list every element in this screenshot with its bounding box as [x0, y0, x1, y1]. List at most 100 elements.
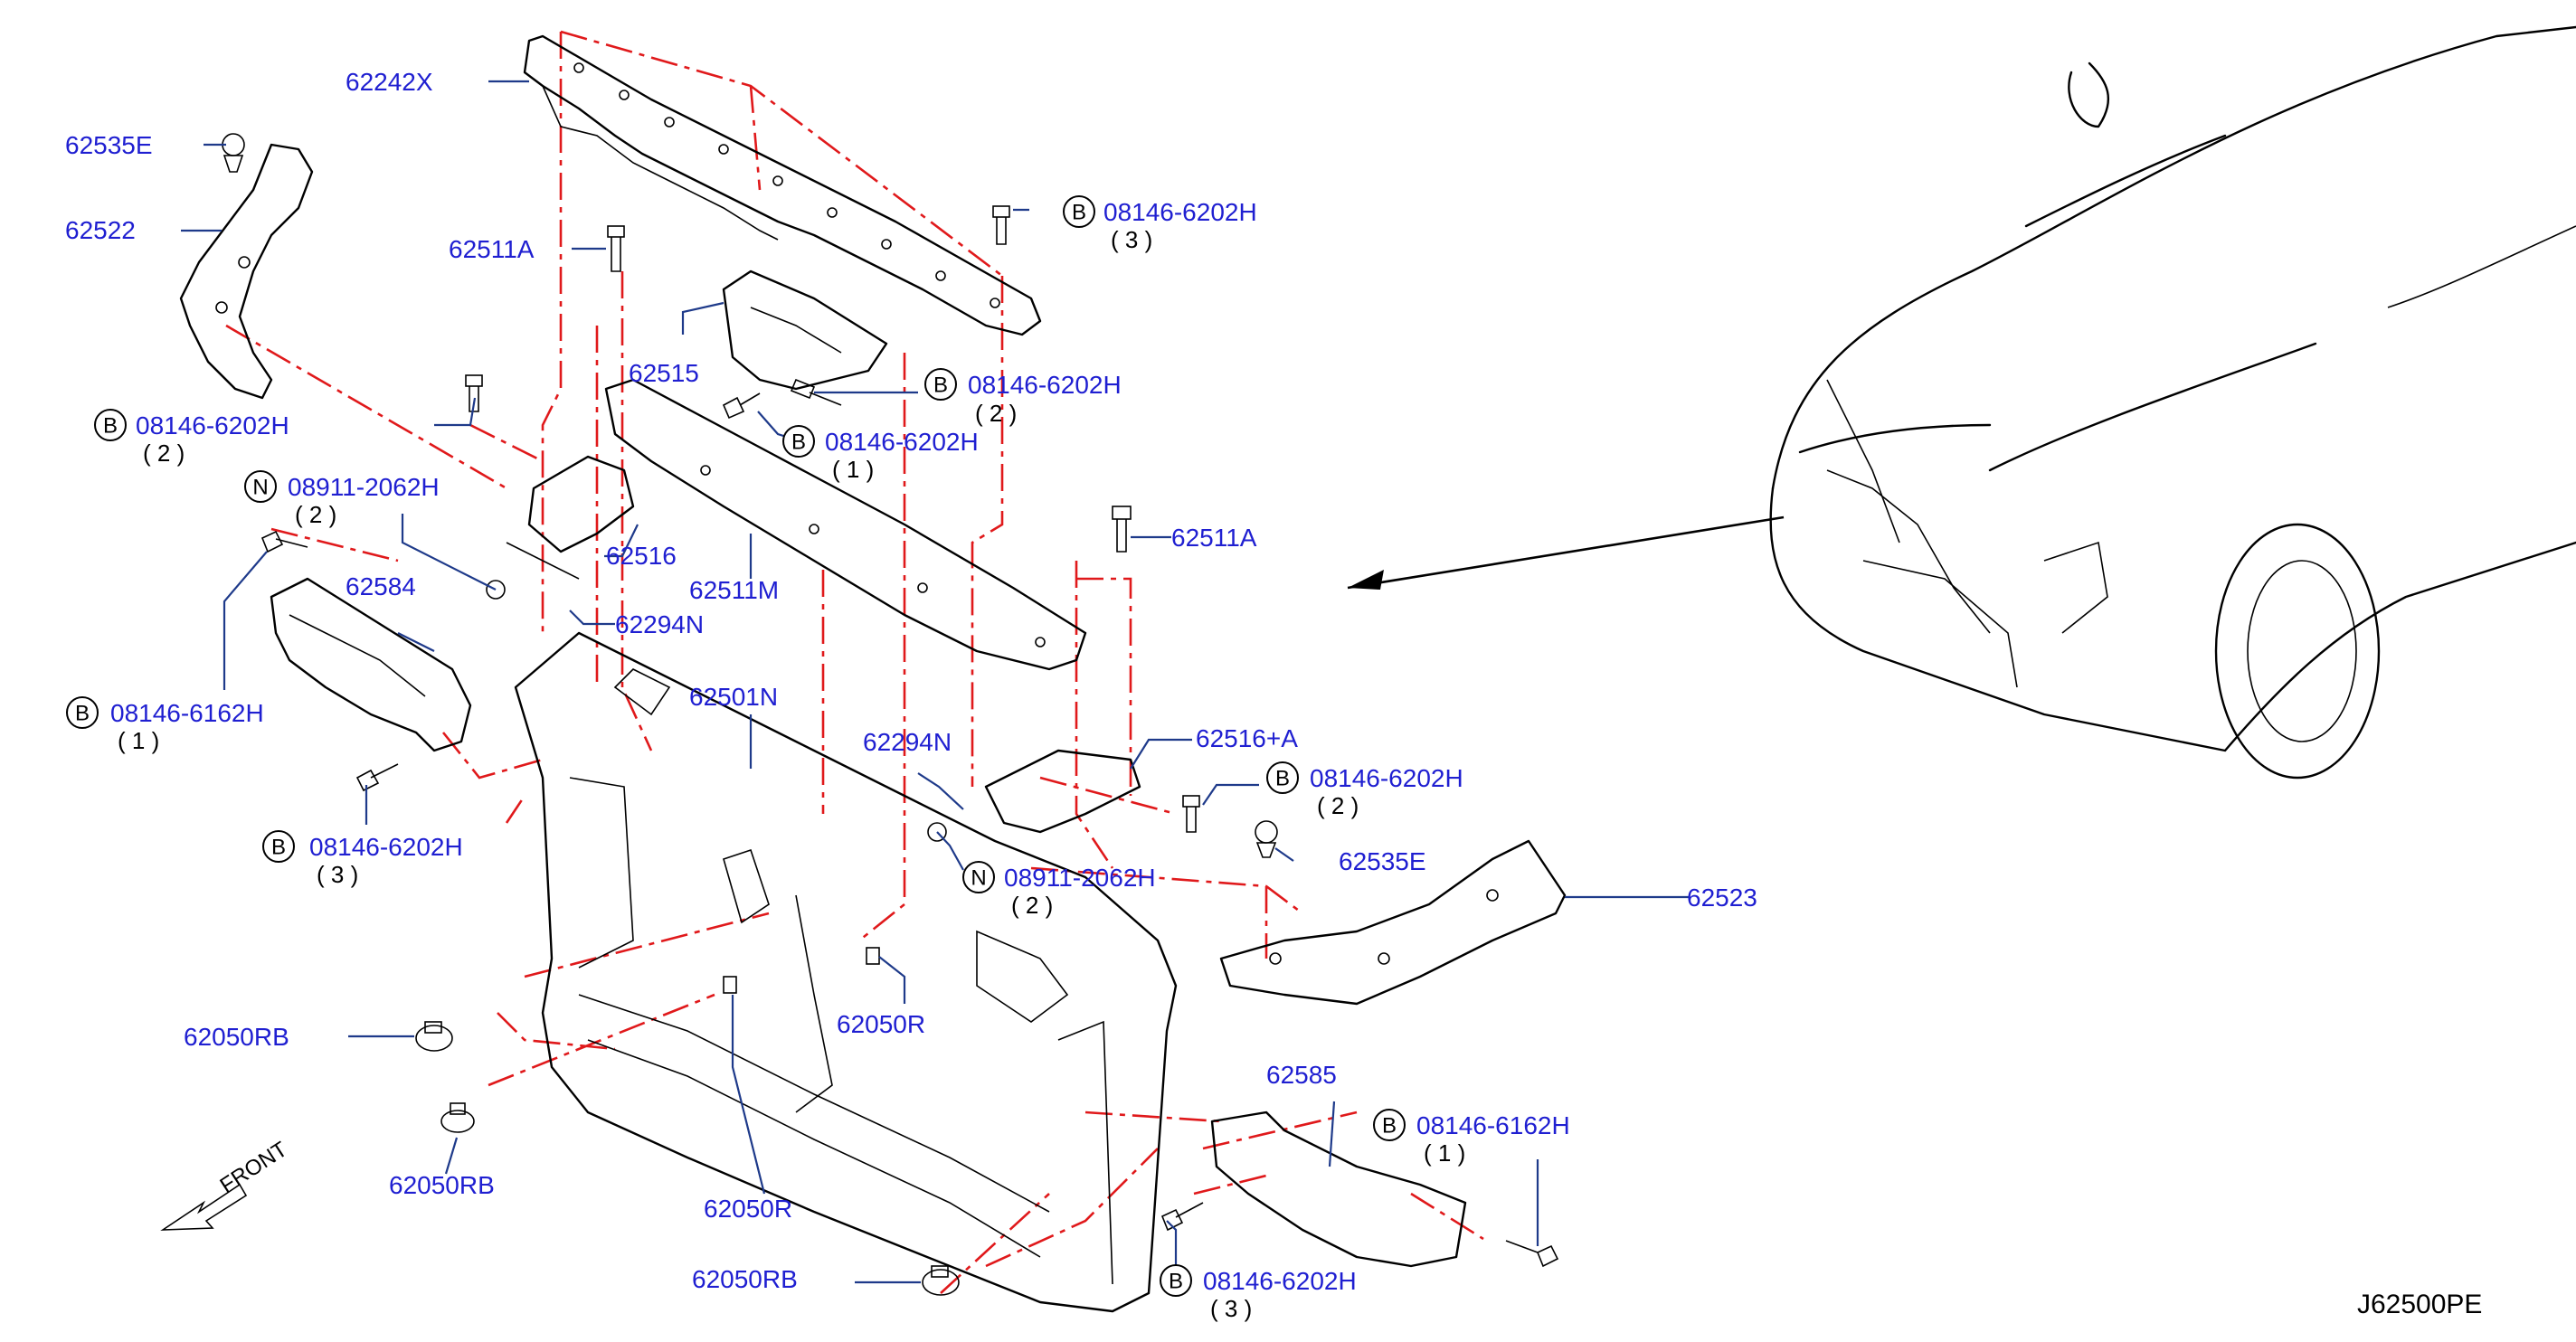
clip-icon	[723, 976, 737, 994]
part-label: 62535E	[65, 131, 153, 159]
part-label: 62050RB	[389, 1171, 495, 1199]
bolt-icon	[1182, 795, 1200, 833]
part-upper-support-62242X	[523, 34, 1042, 336]
svg-text:B: B	[75, 702, 90, 726]
b-badge-icon: B	[66, 696, 99, 729]
part-label: 08146-6202H	[136, 411, 289, 439]
part-label: 08911-2062H	[1004, 864, 1156, 892]
part-label: 08146-6202H	[825, 428, 979, 456]
part-radiator-core-support-62501N	[514, 631, 1178, 1313]
b-badge-icon: B	[1266, 761, 1299, 794]
part-label: 62535E	[1339, 847, 1426, 875]
svg-text:N: N	[252, 476, 268, 500]
nut-icon	[927, 822, 947, 842]
leader-lines	[181, 80, 1690, 1284]
part-bracket-62516-A	[984, 749, 1141, 834]
part-label: 08146-6202H	[1103, 198, 1257, 226]
part-label: 62584	[346, 572, 416, 600]
bolt-icon	[1112, 506, 1132, 553]
nut-icon	[486, 580, 506, 600]
svg-text:B: B	[103, 414, 118, 439]
quantity-label: ( 1 )	[1424, 1139, 1465, 1167]
part-label: 62501N	[689, 683, 778, 711]
clip-icon	[1255, 820, 1278, 858]
bolt-icon	[1160, 1202, 1204, 1232]
quantity-label: ( 2 )	[1011, 892, 1053, 919]
callout-b-08146-6202h-3b: B 08146-6202H ( 3 )	[262, 830, 463, 888]
callout-b-08146-6162h-1a: B 08146-6162H ( 1 )	[66, 696, 264, 754]
callout-b-08146-6202h-2c: B 08146-6202H ( 2 )	[1266, 761, 1463, 819]
part-label: 62585	[1266, 1061, 1337, 1089]
part-duct-62585	[1210, 1110, 1467, 1268]
callout-b-08146-6202h-3: B 08146-6202H ( 3 )	[1063, 195, 1257, 253]
part-label: 08146-6202H	[1310, 764, 1463, 792]
part-label: 08146-6162H	[110, 699, 264, 727]
part-label: 62511M	[689, 576, 779, 604]
part-label: 62050RB	[184, 1023, 289, 1051]
b-badge-icon: B	[924, 368, 957, 401]
bolt-icon	[992, 205, 1010, 245]
part-label: 62511A	[1171, 524, 1257, 552]
bolt-icon	[722, 392, 761, 420]
bolt-icon	[260, 530, 308, 553]
quantity-label: ( 3 )	[1111, 226, 1152, 253]
quantity-label: ( 2 )	[1317, 792, 1359, 819]
fasteners	[222, 133, 1559, 1296]
bolt-icon	[607, 225, 625, 272]
part-bracket-62516	[506, 455, 635, 580]
bolt-icon	[1505, 1240, 1559, 1268]
part-label: 08146-6162H	[1416, 1111, 1570, 1139]
part-label: 08146-6202H	[968, 371, 1122, 399]
diagram-code: J62500PE	[2357, 1290, 2482, 1319]
part-duct-62584	[270, 577, 472, 752]
part-label: 62294N	[863, 728, 952, 756]
b-badge-icon: B	[1063, 195, 1095, 228]
callout-b-08146-6202h-2b: B 08146-6202H ( 2 )	[94, 409, 289, 467]
part-bracket-62522	[179, 143, 314, 400]
clip-icon	[866, 947, 880, 965]
quantity-label: ( 3 )	[1210, 1295, 1252, 1322]
b-badge-icon: B	[1160, 1264, 1192, 1297]
part-bracket-62515	[722, 269, 888, 391]
grommet-icon	[440, 1102, 475, 1133]
bolt-icon	[355, 763, 399, 792]
part-label: 62511A	[449, 235, 535, 263]
svg-text:N: N	[971, 866, 986, 891]
part-label: 62516	[606, 542, 677, 570]
bolt-icon	[465, 374, 483, 412]
b-badge-icon: B	[782, 425, 815, 458]
arrowhead-icon	[1348, 570, 1384, 590]
svg-text:B: B	[933, 373, 948, 398]
callout-b-08146-6202h-1: B 08146-6202H ( 1 )	[782, 425, 979, 483]
svg-text:B: B	[271, 836, 286, 860]
quantity-label: ( 1 )	[832, 456, 874, 483]
n-badge-icon: N	[962, 861, 995, 893]
part-label: 08146-6202H	[1203, 1267, 1357, 1295]
quantity-label: ( 2 )	[975, 400, 1017, 427]
part-label: 62515	[629, 359, 699, 387]
b-badge-icon: B	[94, 409, 127, 441]
b-badge-icon: B	[262, 830, 295, 863]
vehicle-overview-sketch	[1769, 25, 2576, 780]
part-label: 62516+A	[1196, 724, 1298, 752]
callout-b-08146-6202h-3c: B 08146-6202H ( 3 )	[1160, 1264, 1357, 1322]
svg-text:B: B	[1169, 1270, 1183, 1294]
callout-b-08146-6202h-2a: B 08146-6202H ( 2 )	[924, 368, 1122, 427]
svg-text:B: B	[791, 430, 806, 455]
front-label: FRONT	[216, 1137, 292, 1198]
part-label: 62242X	[346, 68, 433, 96]
svg-text:B: B	[1275, 767, 1290, 791]
front-indicator: FRONT	[160, 1137, 292, 1231]
part-label: 62522	[65, 216, 136, 244]
pointer-arrow-line	[1347, 515, 1785, 590]
part-label: 62294N	[615, 610, 704, 638]
quantity-label: ( 1 )	[118, 727, 159, 754]
grommet-icon	[922, 1265, 960, 1296]
clip-icon	[222, 133, 245, 173]
quantity-label: ( 2 )	[143, 439, 185, 467]
part-label: 62050RB	[692, 1265, 798, 1293]
part-label: 08146-6202H	[309, 833, 463, 861]
grommet-icon	[415, 1021, 453, 1052]
callout-b-08146-6162h-1b: B 08146-6162H ( 1 )	[1373, 1109, 1570, 1167]
